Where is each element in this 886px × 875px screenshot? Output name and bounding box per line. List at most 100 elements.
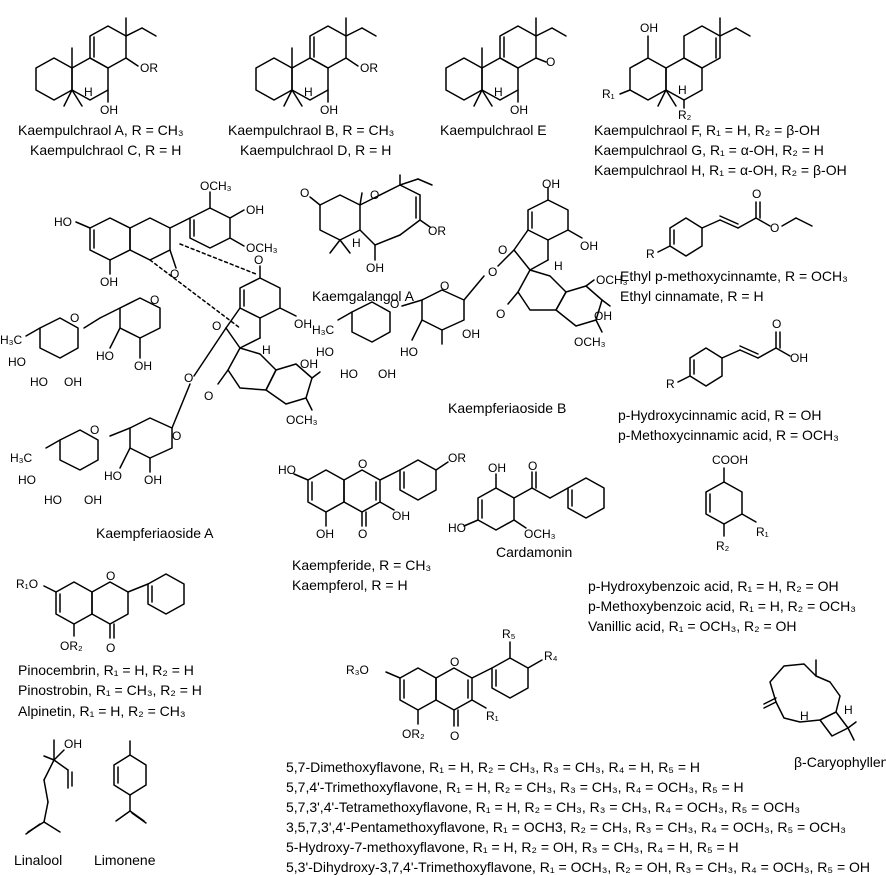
- structure-benzoic-acid: COOH R₁ R₂: [705, 453, 769, 553]
- atom-oh: OH: [542, 177, 560, 191]
- atom-h3c: H₃C: [0, 333, 23, 347]
- atom-h: H: [800, 709, 809, 723]
- atom-or: OR: [448, 451, 466, 465]
- atom-r2: R₂: [678, 108, 692, 122]
- atom-h: H: [84, 85, 93, 99]
- atom-o: O: [184, 371, 193, 385]
- structure-cinnamic-acid: O OH R: [666, 317, 808, 391]
- atom-oh: OH: [316, 527, 334, 541]
- atom-oh: OH: [134, 359, 152, 373]
- atom-h3c: H₃C: [10, 451, 33, 465]
- atom-or: OR: [360, 61, 378, 75]
- atom-o: O: [106, 641, 115, 655]
- structure-kaempferiaoside-a: OCH₃ OH OCH₃ HO OH O OH HO O H₃C HO HO O…: [0, 179, 321, 507]
- atom-o: O: [300, 186, 309, 200]
- atom-o: O: [212, 319, 221, 333]
- atom-oh: OH: [320, 103, 338, 117]
- atom-r1o: R₁O: [16, 577, 38, 591]
- atom-h3c: H₃C: [312, 323, 335, 337]
- pinocembrin-label: Pinocembrin, R₁ = H, R₂ = H: [18, 662, 194, 678]
- atom-r: R: [666, 377, 675, 391]
- hydroxy-methoxyflavone-label: 5-Hydroxy-7-methoxyflavone, R₁ = H, R₂ =…: [286, 839, 739, 855]
- pinostrobin-label: Pinostrobin, R₁ = CH₃, R₂ = H: [18, 682, 202, 698]
- atom-or2: OR₂: [60, 639, 83, 653]
- atom-r4: R₄: [544, 649, 558, 663]
- dimethoxyflavone-label: 5,7-Dimethoxyflavone, R₁ = H, R₂ = CH₃, …: [286, 759, 701, 775]
- structure-kaemgalangol-a: O O OR OH H: [300, 174, 446, 275]
- atom-ho: HO: [18, 473, 36, 487]
- atom-och3: OCH₃: [596, 273, 628, 287]
- atom-och3: OCH₃: [524, 527, 556, 541]
- kaempferide-label: Kaempferide, R = CH₃: [292, 557, 432, 573]
- atom-h: H: [352, 236, 361, 250]
- atom-ho: HO: [340, 367, 358, 381]
- atom-ho: HO: [400, 345, 418, 359]
- atom-o: O: [770, 221, 779, 235]
- cardamonin-label: Cardamonin: [496, 544, 573, 560]
- limonene-label: Limonene: [94, 852, 156, 868]
- atom-och3: OCH₃: [286, 413, 318, 427]
- atom-h: H: [262, 343, 271, 357]
- structure-kaempulchraol-fgh: OH R₁ R₂ H: [602, 17, 751, 122]
- atom-o: O: [90, 423, 99, 437]
- kaempulchraol-d-label: Kaempulchraol D, R = H: [240, 142, 392, 158]
- kaempulchraol-h-label: Kaempulchraol H, R₁ = α-OH, R₂ = β-OH: [594, 162, 847, 178]
- structure-limonene: [113, 740, 147, 824]
- structure-kaempferide: OR HO OH O OH O: [278, 451, 466, 541]
- atom-o: O: [496, 307, 505, 321]
- atom-ho: HO: [8, 355, 26, 369]
- caryophyllene-label: β-Caryophyllene: [794, 754, 886, 770]
- atom-r3o: R₃O: [346, 663, 369, 677]
- atom-h: H: [304, 85, 313, 99]
- kaempulchraol-a-label: Kaempulchraol A, R = CH₃: [18, 122, 184, 138]
- atom-o: O: [370, 188, 379, 202]
- pentamethoxyflavone-label: 3,5,7,3',4'-Pentamethoxyflavone, R₁ = OC…: [286, 819, 846, 835]
- kaempulchraol-f-label: Kaempulchraol F, R₁ = H, R₂ = β-OH: [594, 122, 820, 138]
- atom-r5: R₅: [502, 627, 516, 641]
- tetramethoxyflavone-label: 5,7,3',4'-Tetramethoxyflavone, R₁ = H, R…: [286, 799, 801, 815]
- linalool-label: Linalool: [14, 852, 63, 868]
- atom-oh: OH: [100, 103, 118, 117]
- atom-o: O: [498, 243, 507, 257]
- atom-o: O: [546, 55, 555, 69]
- atom-ho: HO: [104, 469, 122, 483]
- atom-ho: HO: [316, 345, 334, 359]
- structure-caryophyllene: H H: [763, 659, 857, 741]
- atom-ho: HO: [278, 463, 296, 477]
- atom-o: O: [390, 297, 399, 311]
- structure-cardamonin: OH O HO OCH₃: [448, 459, 605, 541]
- atom-o: O: [358, 457, 367, 471]
- structure-flavone: R₅ R₄ R₃O OR₂ O R₁ O: [346, 627, 558, 743]
- atom-o: O: [106, 569, 115, 583]
- atom-r2: R₂: [716, 539, 730, 553]
- atom-o: O: [254, 253, 263, 267]
- atom-r1: R₁: [602, 87, 615, 101]
- vanillic-acid-label: Vanillic acid, R₁ = OCH₃, R₂ = OH: [588, 618, 797, 634]
- structure-linalool: OH: [25, 737, 82, 835]
- structure-kaempulchraol-ac: OR OH H: [35, 17, 158, 117]
- atom-oh: OH: [378, 367, 396, 381]
- atom-ho: HO: [54, 215, 72, 229]
- atom-och3: OCH₃: [246, 241, 278, 255]
- atom-oh: OH: [790, 351, 808, 365]
- atom-o: O: [170, 267, 179, 281]
- atom-cooh: COOH: [712, 453, 748, 467]
- p-methoxycinnamic-acid-label: p-Methoxycinnamic acid, R = OCH₃: [618, 427, 839, 443]
- p-hydroxycinnamic-acid-label: p-Hydroxycinnamic acid, R = OH: [618, 407, 822, 423]
- atom-oh: OH: [100, 275, 118, 289]
- kaemgalangol-a-label: Kaemgalangol A: [312, 288, 414, 304]
- kaempulchraol-b-label: Kaempulchraol B, R = CH₃: [228, 122, 395, 138]
- atom-r1: R₁: [756, 525, 769, 539]
- atom-or: OR: [140, 61, 158, 75]
- atom-or2: OR₂: [402, 727, 425, 741]
- atom-oh: OH: [580, 239, 598, 253]
- atom-oh: OH: [640, 21, 658, 35]
- atom-oh: OH: [510, 103, 528, 117]
- dihydroxy-trimethoxyflavone-label: 5,3'-Dihydroxy-3,7,4'-Trimethoxyflavone,…: [286, 859, 871, 875]
- atom-h: H: [844, 703, 853, 717]
- atom-oh: OH: [462, 327, 480, 341]
- atom-o: O: [772, 317, 781, 331]
- atom-ho: HO: [44, 493, 62, 507]
- atom-oh: OH: [594, 309, 612, 323]
- atom-ho: HO: [96, 349, 114, 363]
